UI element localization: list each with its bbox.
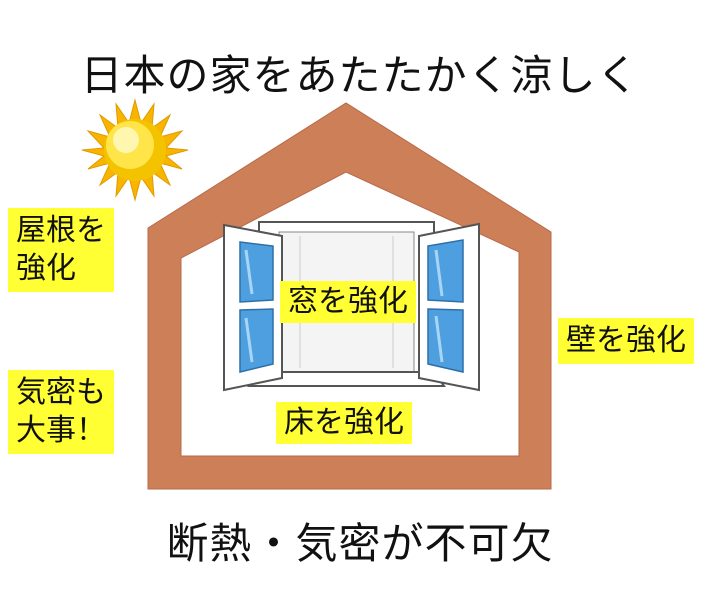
label-wall: 壁を強化 [558,318,694,364]
label-window: 窓を強化 [280,281,416,323]
label-airtight: 気密も 大事！ [8,370,114,454]
sun-icon [81,98,189,202]
page-title: 日本の家をあたたかく涼しく [80,51,640,100]
label-floor: 床を強化 [276,402,412,444]
label-roof: 屋根を 強化 [8,208,114,292]
house-outline [147,102,552,490]
bottom-caption: 断熱・気密が不可欠 [166,519,554,568]
